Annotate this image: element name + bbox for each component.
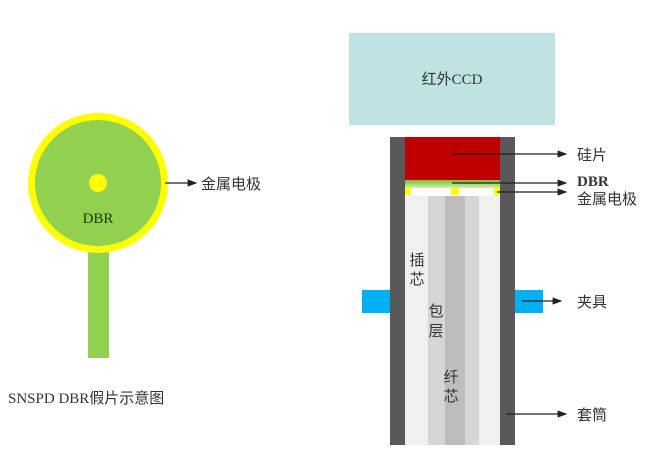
sleeve-wall-right	[500, 137, 515, 445]
ccd-label: 红外CCD	[422, 71, 483, 88]
electrode-label-left: 金属电极	[201, 176, 261, 193]
core-label-2: 芯	[443, 388, 458, 405]
center-dot	[89, 174, 107, 192]
dbr-chip: DBR	[28, 113, 168, 358]
ferrule-label-1: 插	[409, 252, 424, 269]
core-label-1: 纤	[443, 369, 458, 386]
silicon-chip	[405, 137, 500, 180]
sleeve-label: 套筒	[577, 407, 607, 424]
clamp-label: 夹具	[577, 294, 607, 311]
chip-stem	[88, 245, 109, 358]
dbr-label-right: DBR	[577, 174, 609, 190]
cladding-label-2: 层	[428, 324, 443, 340]
silicon-label: 硅片	[577, 147, 607, 164]
cladding-right	[465, 196, 479, 445]
electrode-pad	[405, 188, 411, 195]
electrode-label-right: 金属电极	[577, 191, 637, 208]
fiber-core	[445, 196, 465, 445]
clamp-left	[362, 290, 390, 313]
electrode-pad	[451, 188, 459, 195]
ferrule-label-2: 芯	[409, 271, 424, 288]
cladding-left	[428, 196, 445, 445]
dbr-label: DBR	[83, 211, 114, 227]
caption: SNSPD DBR假片示意图	[8, 389, 164, 407]
cladding-label-1: 包	[428, 303, 443, 320]
dbr-layer	[405, 180, 500, 188]
ccd-box	[349, 33, 555, 125]
sleeve-wall-left	[390, 137, 405, 445]
